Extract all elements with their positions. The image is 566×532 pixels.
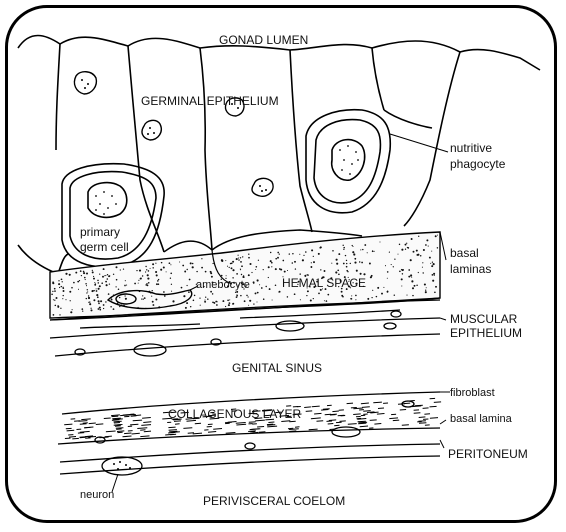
epithelial-nuclei: [74, 72, 273, 197]
label-basal-lamina: basal lamina: [450, 413, 513, 425]
label-primary-1: primary: [80, 225, 120, 239]
label-amebocyte: amebocyte: [196, 279, 250, 291]
label-primary-2: germ cell: [80, 240, 129, 254]
label-basal-2: laminas: [450, 262, 491, 276]
label-genital-sinus: GENITAL SINUS: [232, 361, 322, 375]
label-perivisceral-coelom: PERIVISCERAL COELOM: [203, 494, 345, 508]
label-germinal-epithelium: GERMINAL EPITHELIUM: [141, 94, 279, 108]
label-muscular-1: MUSCULAR: [450, 312, 518, 326]
label-hemal-space: HEMAL SPACE: [282, 276, 366, 290]
nutritive-phagocyte-cell: [306, 110, 390, 213]
label-peritoneum: PERITONEUM: [448, 447, 528, 461]
label-basal-1: basal: [450, 246, 479, 260]
label-collagenous-layer: COLLAGENOUS LAYER: [168, 407, 301, 421]
collagenous-layer: [58, 392, 440, 475]
label-fibroblast: fibroblast: [450, 387, 495, 399]
phagocyte-nucleus-stipple: [339, 145, 359, 175]
label-neuron: neuron: [80, 489, 114, 501]
germ-cell-nucleus-stipple: [95, 191, 117, 215]
label-muscular-2: EPITHELIUM: [450, 326, 522, 340]
label-nutritive-1: nutritive: [450, 141, 492, 155]
label-nutritive-2: phagocyte: [450, 157, 506, 171]
label-gonad-lumen: GONAD LUMEN: [219, 33, 308, 47]
